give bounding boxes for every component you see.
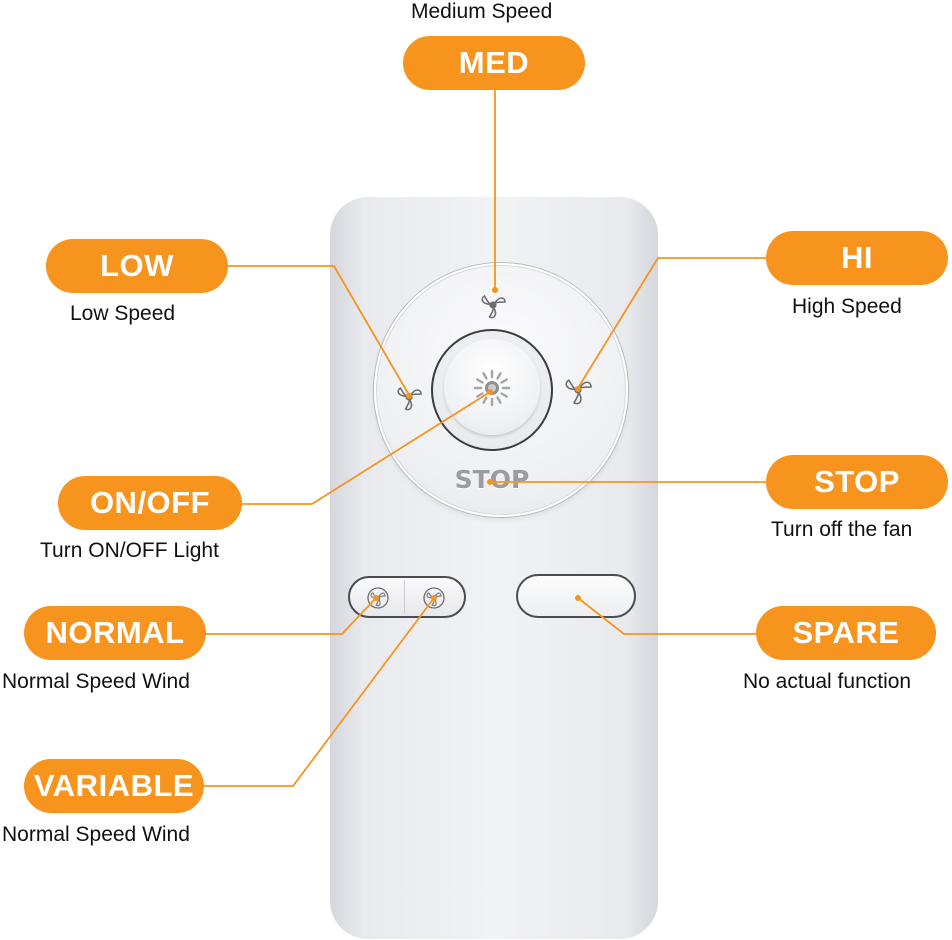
hi-leader-dot [575, 386, 581, 392]
stop-button[interactable]: STOP [454, 465, 530, 494]
variable-label: VARIABLE [24, 759, 204, 813]
normal-leader-line [206, 597, 377, 635]
med-caption: Medium Speed [411, 0, 553, 23]
onoff-caption: Turn ON/OFF Light [40, 539, 219, 562]
spare-leader-dot [575, 595, 581, 601]
spare-label: SPARE [756, 606, 936, 660]
onoff-leader-dot [487, 389, 493, 395]
stop-label: STOP [766, 455, 948, 509]
onoff-leader-line [242, 391, 491, 505]
hi-caption: High Speed [792, 295, 902, 318]
normal-leader-dot [373, 595, 379, 601]
low-leader-line [228, 265, 410, 396]
light-icon [473, 369, 511, 407]
low-leader-dot [406, 393, 412, 399]
low-caption: Low Speed [70, 302, 176, 325]
variable-caption: Normal Speed Wind [2, 823, 190, 846]
med-label: MED [403, 36, 585, 90]
variable-leader-line [204, 597, 435, 787]
hi-leader-line [577, 257, 766, 389]
low-label: LOW [46, 239, 228, 293]
spare-leader-line [577, 597, 756, 635]
normal-label: NORMAL [24, 606, 206, 660]
variable-leader-dot [431, 595, 437, 601]
med-leader-dot [492, 287, 498, 293]
spare-caption: No actual function [743, 670, 912, 693]
stop-caption: Turn off the fan [771, 518, 913, 541]
rocker-divider [404, 580, 405, 614]
normal-caption: Normal Speed Wind [2, 670, 190, 693]
stop-leader-dot [487, 479, 493, 485]
hi-label: HI [766, 231, 948, 285]
med-fan-icon[interactable] [476, 288, 510, 322]
onoff-label: ON/OFF [58, 476, 242, 530]
